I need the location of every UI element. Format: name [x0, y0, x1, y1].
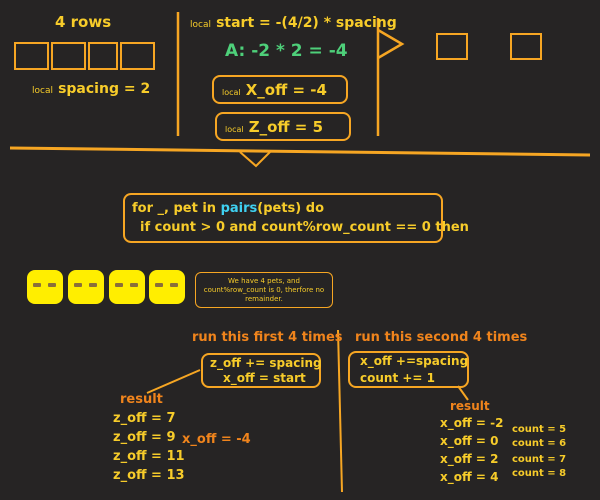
count-1: count = 5 [512, 424, 567, 435]
for-keyword-text: for _, pet in [132, 201, 221, 216]
pet-face-3 [109, 270, 145, 304]
eye-icon [170, 283, 178, 287]
pet-slot-square-2 [510, 33, 542, 60]
first-branch-title: run this first 4 times [192, 330, 343, 345]
second-result-label: result [450, 399, 490, 413]
eye-icon [130, 283, 138, 287]
eye-icon [115, 283, 123, 287]
eye-icon [33, 283, 41, 287]
row-square-1 [14, 42, 49, 70]
count-3: count = 7 [512, 454, 567, 465]
rows-label: 4 rows [55, 13, 112, 31]
second-result-1: x_off = -2 [440, 416, 504, 430]
x-off-box: local X_off = -4 [212, 75, 348, 104]
second-result-3: x_off = 2 [440, 452, 499, 466]
code-line-2: if count > 0 and count%row_count == 0 th… [140, 220, 469, 235]
first-result-label: result [120, 392, 163, 407]
first-branch-box: z_off += spacing x_off = start [201, 353, 322, 388]
first-result-3: z_off = 11 [113, 449, 185, 464]
eye-icon [155, 283, 163, 287]
pet-face-4 [149, 270, 185, 304]
first-result-1: z_off = 7 [113, 411, 176, 426]
note-text: We have 4 pets, and count%row_count is 0… [203, 277, 325, 303]
local-keyword: local [32, 86, 53, 96]
first-result-2: z_off = 9 [113, 430, 176, 445]
start-statement: local start = -(4/2) * spacing [190, 12, 397, 31]
local-keyword: local [222, 88, 241, 97]
note-box: We have 4 pets, and count%row_count is 0… [195, 272, 333, 308]
x-off-text: X_off = -4 [245, 81, 327, 99]
code-line-1: for _, pet in pairs(pets) do [132, 201, 324, 216]
x-off-note: x_off = -4 [182, 432, 251, 447]
row-square-4 [120, 42, 155, 70]
z-off-box: local Z_off = 5 [215, 112, 351, 141]
second-result-2: x_off = 0 [440, 434, 499, 448]
eye-icon [48, 283, 56, 287]
row-square-3 [88, 42, 118, 70]
second-branch-title: run this second 4 times [355, 330, 528, 345]
second-box-line-1: x_off +=spacing [360, 354, 469, 368]
z-off-statement: local Z_off = 5 [225, 117, 323, 136]
first-box-line-2: x_off = start [223, 371, 306, 385]
pairs-function: pairs [220, 201, 258, 216]
spacing-statement: local spacing = 2 [32, 78, 150, 97]
eye-icon [74, 283, 82, 287]
spacing-text: spacing = 2 [58, 81, 151, 97]
eye-icon [89, 283, 97, 287]
row-square-2 [51, 42, 86, 70]
x-off-statement: local X_off = -4 [222, 80, 327, 99]
z-off-text: Z_off = 5 [248, 118, 324, 136]
count-4: count = 8 [512, 468, 567, 479]
count-2: count = 6 [512, 438, 567, 449]
pet-face-1 [27, 270, 63, 304]
first-result-4: z_off = 13 [113, 468, 185, 483]
pairs-args: (pets) do [257, 201, 325, 216]
local-keyword: local [190, 20, 211, 30]
second-result-4: x_off = 4 [440, 470, 499, 484]
code-block: for _, pet in pairs(pets) do if count > … [123, 193, 469, 243]
pet-slot-square-1 [436, 33, 468, 60]
pet-face-2 [68, 270, 104, 304]
first-box-line-1: z_off += spacing [210, 356, 322, 370]
calc-line: A: -2 * 2 = -4 [225, 41, 348, 61]
second-box-line-2: count += 1 [360, 371, 435, 385]
local-keyword: local [225, 125, 244, 134]
second-branch-box: x_off +=spacing count += 1 [348, 351, 469, 388]
start-text: start = -(4/2) * spacing [216, 15, 397, 31]
